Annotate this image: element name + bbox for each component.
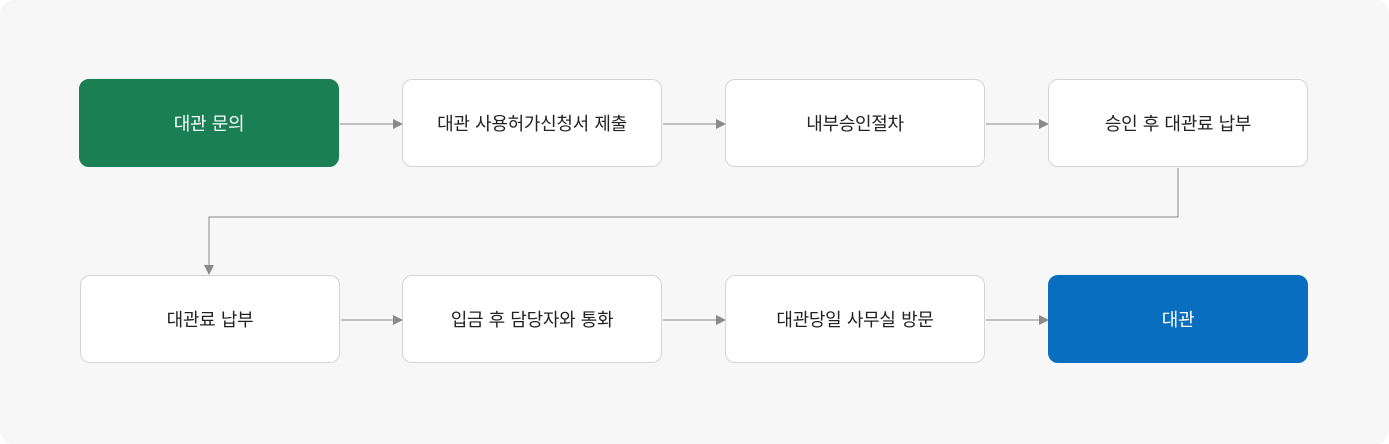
step-label: 대관 (1161, 310, 1195, 331)
step-label: 대관료 납부 (166, 310, 254, 331)
step-approval-payment: 승인 후 대관료 납부 (1048, 79, 1308, 167)
arrow-4-5 (204, 168, 1179, 275)
step-rental: 대관 (1048, 275, 1308, 363)
step-office-visit: 대관당일 사무실 방문 (725, 275, 985, 363)
step-submit-application: 대관 사용허가신청서 제출 (402, 79, 662, 167)
step-call-manager: 입금 후 담당자와 통화 (402, 275, 662, 363)
step-fee-payment: 대관료 납부 (80, 275, 340, 363)
step-label: 내부승인절차 (806, 114, 904, 135)
step-internal-approval: 내부승인절차 (725, 79, 985, 167)
step-label: 승인 후 대관료 납부 (1104, 114, 1252, 135)
step-label: 대관당일 사무실 방문 (776, 310, 934, 331)
step-label: 입금 후 담당자와 통화 (450, 310, 614, 331)
step-rental-inquiry: 대관 문의 (79, 79, 339, 167)
step-label: 대관 문의 (173, 114, 245, 135)
step-label: 대관 사용허가신청서 제출 (437, 114, 627, 135)
